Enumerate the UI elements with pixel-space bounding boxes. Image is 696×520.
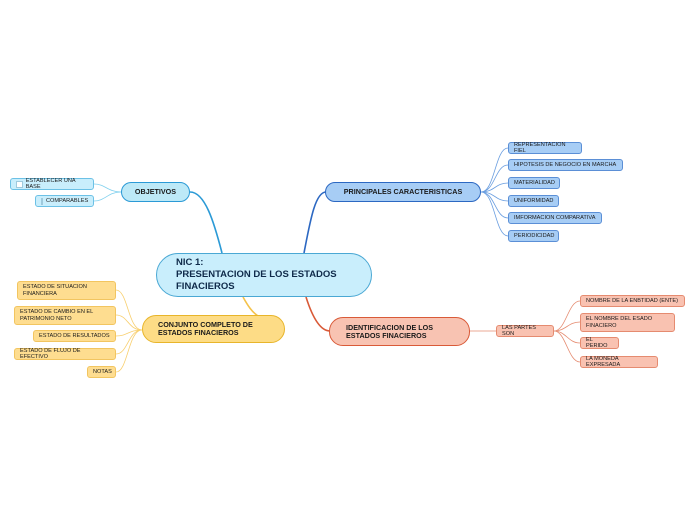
conjunto-item-4[interactable]: ESTADO DE FLUJO DE EFECTIVO <box>14 348 116 360</box>
conjunto-item-3[interactable]: ESTADO DE RESULTADOS <box>33 330 116 342</box>
conjunto-item-1-line1: ESTADO DE SITUACION <box>23 284 87 290</box>
topic-identificacion[interactable]: IDENTIFICACION DE LOS ESTADOS FINACIEROS <box>329 317 470 346</box>
topic-identificacion-label-line2: ESTADOS FINACIEROS <box>346 330 427 340</box>
caracteristica-item-5[interactable]: IMFORMACION COMPARATIVA <box>508 212 602 224</box>
conjunto-item-1-line2: FINANCIERA <box>23 290 57 297</box>
topic-objetivos-label: OBJETIVOS <box>134 187 177 196</box>
central-topic-line2: PRESENTACION DE LOS ESTADOS <box>176 269 337 280</box>
caracteristica-item-1[interactable]: REPRESENTACION FIEL <box>508 142 582 154</box>
parte-item-2-line2: FINACIERO <box>586 322 617 329</box>
caracteristica-item-3[interactable]: MATERIALIDAD <box>508 177 560 189</box>
objetivo-item-1-label: ESTABLECER UNA BASE <box>25 177 76 191</box>
caracteristica-item-2[interactable]: HIPOTESIS DE NEGOCIO EN MARCHA <box>508 159 623 171</box>
topic-conjunto-label-line2: ESTADOS FINACIEROS <box>158 328 239 337</box>
caracteristica-item-2-label: HIPOTESIS DE NEGOCIO EN MARCHA <box>514 161 617 168</box>
parte-item-1-label: NOMBRE DE LA ENBTIDAD (ENTE) <box>586 297 678 304</box>
parte-item-2-line1: EL NOMBRE DEL ESADO <box>586 316 653 322</box>
topic-objetivos[interactable]: OBJETIVOS <box>121 182 190 202</box>
caracteristica-item-4[interactable]: UNIFORMIDAD <box>508 195 559 207</box>
caracteristica-item-3-label: MATERIALIDAD <box>514 179 555 186</box>
central-topic-line1: NIC 1: <box>176 257 204 268</box>
objetivo-item-2-label: COMPARABLES <box>46 197 89 204</box>
parte-item-4-label: LA MONEDA EXPRESADA <box>586 355 621 369</box>
partes-son-node[interactable]: LAS PARTES SON <box>496 325 554 337</box>
caracteristica-item-1-label: REPRESENTACION FIEL <box>514 141 566 155</box>
topic-principales-caracteristicas[interactable]: PRINCIPALES CARACTERISTICAS <box>325 182 481 202</box>
parte-item-1[interactable]: NOMBRE DE LA ENBTIDAD (ENTE) <box>580 295 685 307</box>
central-topic[interactable]: NIC 1: PRESENTACION DE LOS ESTADOS FINAC… <box>156 253 372 297</box>
partes-son-label: LAS PARTES SON <box>502 324 536 338</box>
objetivo-item-2[interactable]: COMPARABLES <box>35 195 94 207</box>
caracteristica-item-4-label: UNIFORMIDAD <box>514 197 554 204</box>
caracteristica-item-6[interactable]: PERIODICIDAD <box>508 230 559 242</box>
central-topic-line3: FINACIEROS <box>176 281 235 292</box>
conjunto-item-5-label: NOTAS <box>93 368 112 375</box>
objetivo-item-1[interactable]: ESTABLECER UNA BASE <box>10 178 94 190</box>
conjunto-item-2-line1: ESTADO DE CAMBIO EN EL <box>20 309 94 315</box>
parte-item-3[interactable]: EL PERIDO <box>580 337 619 349</box>
conjunto-item-3-label: ESTADO DE RESULTADOS <box>39 332 110 339</box>
conjunto-item-4-label: ESTADO DE FLUJO DE EFECTIVO <box>20 347 81 361</box>
conjunto-item-5[interactable]: NOTAS <box>87 366 116 378</box>
caracteristica-item-6-label: PERIODICIDAD <box>514 232 555 239</box>
parte-item-4[interactable]: LA MONEDA EXPRESADA <box>580 356 658 368</box>
topic-principales-label: PRINCIPALES CARACTERISTICAS <box>343 187 463 196</box>
checkbox-icon[interactable] <box>16 180 23 188</box>
caracteristica-item-5-label: IMFORMACION COMPARATIVA <box>514 214 596 221</box>
conjunto-item-2-line2: PATRIMONIO NETO <box>20 315 72 322</box>
topic-conjunto-completo[interactable]: CONJUNTO COMPLETO DE ESTADOS FINACIEROS <box>142 315 285 343</box>
checkbox-icon[interactable] <box>41 197 43 205</box>
topic-conjunto-label-line1: CONJUNTO COMPLETO DE <box>158 320 253 329</box>
topic-identificacion-label-line1: IDENTIFICACION DE LOS <box>346 322 434 332</box>
parte-item-3-label: EL PERIDO <box>586 336 608 350</box>
